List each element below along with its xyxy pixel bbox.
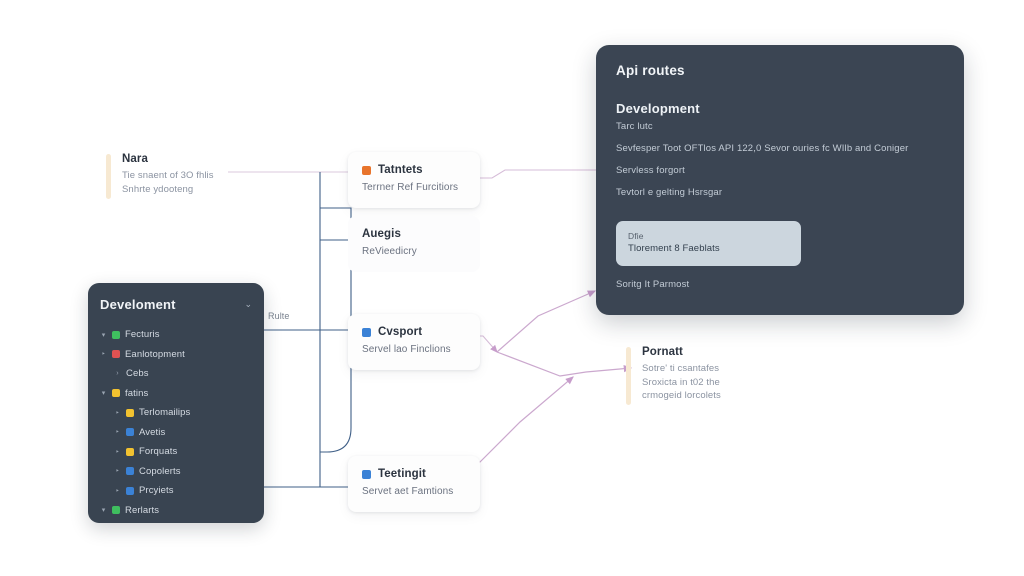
tree-item-label: Cebs xyxy=(126,368,149,380)
rule-edge-label: Rulte xyxy=(266,311,292,321)
yellow-square-icon xyxy=(112,389,120,398)
panel-heading: Development xyxy=(616,101,700,116)
orange-square-icon xyxy=(362,165,371,175)
nara-accent-bar xyxy=(106,154,111,199)
yellow-square-icon xyxy=(126,408,134,417)
pornatt-line-1: Sotre' ti csantafes xyxy=(642,363,720,374)
yellow-square-icon xyxy=(126,447,134,456)
teetingit-title: Teetingit xyxy=(378,468,426,480)
wire-junction-to-pornatt xyxy=(496,351,633,377)
twisty-icon[interactable]: ‣ xyxy=(115,468,120,476)
panel-title: Api routes xyxy=(616,63,685,78)
twisty-icon[interactable]: ▾ xyxy=(101,507,106,515)
pornatt-line-2: Sroxicta in t02 the xyxy=(642,376,720,388)
tree-item-label: Forquats xyxy=(139,446,178,458)
tree-item-rerlarts[interactable]: ▾ Rerlarts xyxy=(100,501,252,521)
tree-item-terlomailips[interactable]: ‣ Terlomailips xyxy=(100,403,252,423)
callout-line-2: Tlorement 8 Faeblats xyxy=(628,243,720,254)
twisty-icon[interactable]: ‣ xyxy=(115,409,120,417)
auegis-title-row: Auegis xyxy=(362,227,466,241)
chevron-down-icon[interactable]: ⌄ xyxy=(244,299,252,309)
node-teetingit[interactable]: Teetingit Servet aet Famtions xyxy=(348,456,480,512)
api-routes-panel[interactable]: Api routes Development Tarc lutc Sevfesp… xyxy=(596,45,964,315)
teetingit-subtitle: Servet aet Famtions xyxy=(362,486,454,497)
pornatt-title: Pornatt xyxy=(642,346,683,358)
tree-item-label: fatins xyxy=(125,387,149,399)
tatntets-title-row: Tatntets xyxy=(362,163,466,177)
cvsport-title: Cvsport xyxy=(378,326,423,338)
tree-item-prcyiets[interactable]: ‣ Prcyiets xyxy=(100,481,252,501)
sidebar-title: Develoment xyxy=(100,297,176,312)
node-auegis[interactable]: Auegis ReVieedicry xyxy=(348,216,480,272)
twisty-icon[interactable]: ‣ xyxy=(115,429,120,437)
twisty-icon[interactable]: › xyxy=(116,370,119,378)
tree-item-cebs[interactable]: › Cebs xyxy=(100,364,252,384)
twisty-icon[interactable]: ‣ xyxy=(115,448,120,456)
auegis-subtitle: ReVieedicry xyxy=(362,246,417,257)
nara-title: Nara xyxy=(122,153,148,165)
twisty-icon[interactable]: ▾ xyxy=(101,390,106,398)
node-tatntets[interactable]: Tatntets Terrner Ref Furcitiors xyxy=(348,152,480,208)
green-square-icon xyxy=(112,506,120,515)
tatntets-subtitle: Terrner Ref Furcitiors xyxy=(362,182,459,193)
panel-subheading: Tarc lutc xyxy=(616,121,653,132)
tree-item-eanlotopment[interactable]: ‣ Eanlotopment xyxy=(100,345,252,365)
twisty-icon[interactable]: ‣ xyxy=(115,487,120,495)
node-pornatt[interactable]: Pornatt Sotre' ti csantafes Sroxicta in … xyxy=(626,345,766,405)
cvsport-subtitle: Servel lao Finclions xyxy=(362,344,451,355)
cvsport-title-row: Cvsport xyxy=(362,325,466,339)
tree-item-fecturis[interactable]: ▾ Fecturis xyxy=(100,325,252,345)
node-nara[interactable]: Nara Tie snaent of 3O fhlis Snhrte ydoot… xyxy=(106,152,236,199)
callout-line-1: Dfie xyxy=(628,231,644,241)
tree-item-label: Eanlotopment xyxy=(125,348,185,360)
wire-infopanel-to-tatntets xyxy=(470,169,596,182)
nara-line-1: Tie snaent of 3O fhlis xyxy=(122,170,214,181)
wire-junction-to-infopanel xyxy=(496,290,597,353)
blue-square-icon xyxy=(126,467,134,476)
twisty-icon[interactable]: ▾ xyxy=(101,331,106,339)
tree-item-label: Terlomailips xyxy=(139,407,191,419)
blue-square-icon xyxy=(126,428,134,437)
blue-square-icon xyxy=(362,469,371,479)
panel-footer: Soritg It Parmost xyxy=(616,279,690,290)
tree-item-fatins[interactable]: ▾ fatins xyxy=(100,384,252,404)
node-cvsport[interactable]: Cvsport Servel lao Finclions xyxy=(348,314,480,370)
development-tree-panel[interactable]: Develoment ⌄ ▾ Fecturis ‣ Eanlotopment › Cebs… xyxy=(88,283,264,523)
red-square-icon xyxy=(112,350,120,359)
tree-item-label: Avetis xyxy=(139,426,166,438)
panel-line-2: Servless forgort xyxy=(616,165,685,176)
blue-square-icon xyxy=(126,486,134,495)
panel-callout-box[interactable]: Dfie Tlorement 8 Faeblats xyxy=(616,221,801,266)
wire-branch-loop xyxy=(320,207,352,453)
tree-item-label: Rerlarts xyxy=(125,504,160,516)
teetingit-title-row: Teetingit xyxy=(362,467,466,481)
twisty-icon[interactable]: ‣ xyxy=(101,351,106,359)
blue-square-icon xyxy=(362,327,371,337)
tree-item-copolerts[interactable]: ‣ Copolerts xyxy=(100,462,252,482)
tree-item-forquats[interactable]: ‣ Forquats xyxy=(100,442,252,462)
tree-item-avetis[interactable]: ‣ Avetis xyxy=(100,423,252,443)
panel-line-1: Sevfesper Toot OFTlos API 122,0 Sevor ou… xyxy=(616,143,909,154)
tatntets-title: Tatntets xyxy=(378,164,423,176)
sidebar-header[interactable]: Develoment ⌄ xyxy=(100,297,252,312)
tree-item-label: Fecturis xyxy=(125,329,160,341)
tree-list: ▾ Fecturis ‣ Eanlotopment › Cebs ▾ fatins ‣ Terlo… xyxy=(100,325,252,520)
panel-line-3: Tevtorl e gelting Hsrsgar xyxy=(616,187,723,198)
pornatt-line-3: crmogeid lorcolets xyxy=(642,390,721,401)
nara-line-2: Snhrte ydooteng xyxy=(122,183,194,195)
wire-teetingit-to-pornatt xyxy=(465,376,574,477)
green-square-icon xyxy=(112,330,120,339)
pornatt-accent-bar xyxy=(626,347,631,405)
auegis-title: Auegis xyxy=(362,228,401,240)
tree-item-label: Prcyiets xyxy=(139,485,174,497)
tree-item-label: Copolerts xyxy=(139,465,181,477)
